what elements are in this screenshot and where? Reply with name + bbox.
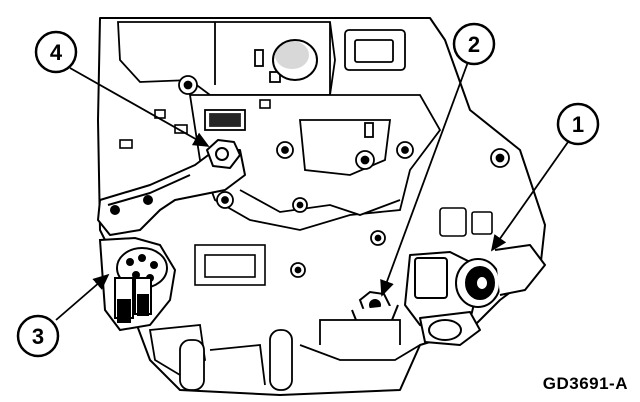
callout-3: 3 (16, 314, 60, 358)
lower-spools (148, 319, 421, 391)
callout-2-number: 2 (468, 32, 480, 57)
callout-leaders (55, 61, 569, 321)
callout-1: 1 (556, 102, 600, 146)
connector-item-3 (98, 236, 177, 332)
leader-line-2 (380, 61, 469, 297)
bolt-group (178, 75, 510, 278)
figure-id-label: GD3691-A (542, 374, 628, 393)
solenoid-item-1 (404, 244, 546, 346)
upper-deck (117, 21, 406, 110)
leader-line-4 (69, 67, 210, 147)
callout-4-number: 4 (50, 40, 63, 65)
callout-4: 4 (34, 30, 78, 74)
callout-3-number: 3 (32, 324, 44, 349)
callout-1-number: 1 (572, 112, 584, 137)
bracket-item-4 (97, 139, 246, 236)
leader-line-1 (490, 141, 569, 252)
callout-2: 2 (452, 22, 496, 66)
top-plug (272, 39, 318, 81)
central-plate (188, 94, 442, 231)
ports (119, 99, 493, 286)
leader-line-3 (55, 273, 110, 321)
